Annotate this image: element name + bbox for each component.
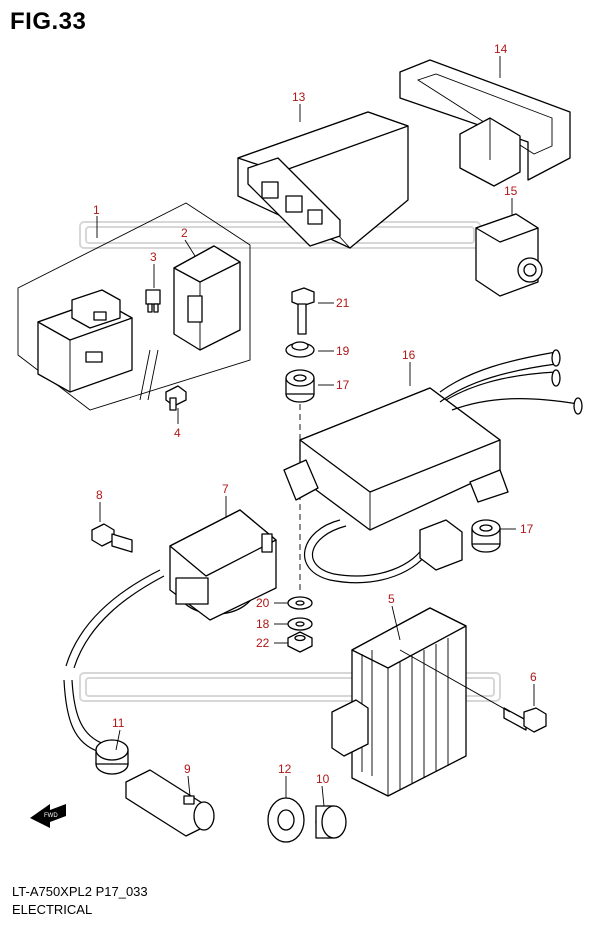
callout-20: 20 <box>256 596 270 610</box>
callout-5: 5 <box>388 592 395 606</box>
callout-4: 4 <box>174 426 181 440</box>
callout-1: 1 <box>93 203 100 217</box>
callout-19: 19 <box>336 344 350 358</box>
callout-21: 21 <box>336 296 350 310</box>
nut-22 <box>287 631 313 653</box>
grommet-right <box>471 519 501 553</box>
callout-numbers: 1 2 3 4 5 6 7 8 9 10 11 12 13 14 15 16 1… <box>93 42 537 786</box>
cap-grommet <box>267 797 305 843</box>
relay-cover <box>173 245 241 351</box>
callout-6: 6 <box>530 670 537 684</box>
model-code: LT-A750XPL2 P17_033 <box>12 884 148 899</box>
grommet-upper <box>285 369 315 403</box>
regulator-rectifier <box>331 607 467 797</box>
coupler <box>475 213 543 297</box>
high-tension-lead <box>63 679 105 753</box>
cap-seal <box>95 739 129 775</box>
starter-relay-assembly <box>17 202 251 411</box>
callout-18: 18 <box>256 617 270 631</box>
relay-bolt <box>165 385 187 411</box>
ecm-bracket <box>399 59 571 187</box>
mount-bolt <box>291 287 315 335</box>
callout-16: 16 <box>402 348 416 362</box>
ignition-control-unit <box>283 349 583 584</box>
regulator-bolt <box>503 707 547 733</box>
callout-3: 3 <box>150 250 157 264</box>
section-name: ELECTRICAL <box>12 902 93 917</box>
callout-9: 9 <box>184 762 191 776</box>
callout-11: 11 <box>112 716 125 730</box>
figure-title: FIG.33 <box>10 8 87 35</box>
fuse <box>145 289 161 313</box>
collar <box>285 341 315 358</box>
callout-7: 7 <box>222 482 229 496</box>
callout-15: 15 <box>504 184 518 198</box>
forward-direction-arrow: FWD <box>30 804 66 828</box>
callout-17-upper: 17 <box>336 378 350 392</box>
ecm-unit <box>237 111 409 249</box>
callout-17-right: 17 <box>520 522 534 536</box>
callout-10: 10 <box>316 772 330 786</box>
washer-20 <box>287 596 313 610</box>
callout-8: 8 <box>96 488 103 502</box>
callout-2: 2 <box>181 226 188 240</box>
leader-lines <box>96 56 535 807</box>
plug-boot <box>315 805 347 839</box>
fwd-label: FWD <box>44 813 58 819</box>
watermark-band-bottom <box>79 672 501 702</box>
callout-14: 14 <box>494 42 508 56</box>
callout-13: 13 <box>292 90 306 104</box>
coil-bolt <box>91 523 133 553</box>
washer-18 <box>287 617 313 631</box>
ignition-coil <box>65 509 277 669</box>
plug-cap <box>125 769 215 837</box>
callout-22: 22 <box>256 636 270 650</box>
callout-12: 12 <box>278 762 292 776</box>
